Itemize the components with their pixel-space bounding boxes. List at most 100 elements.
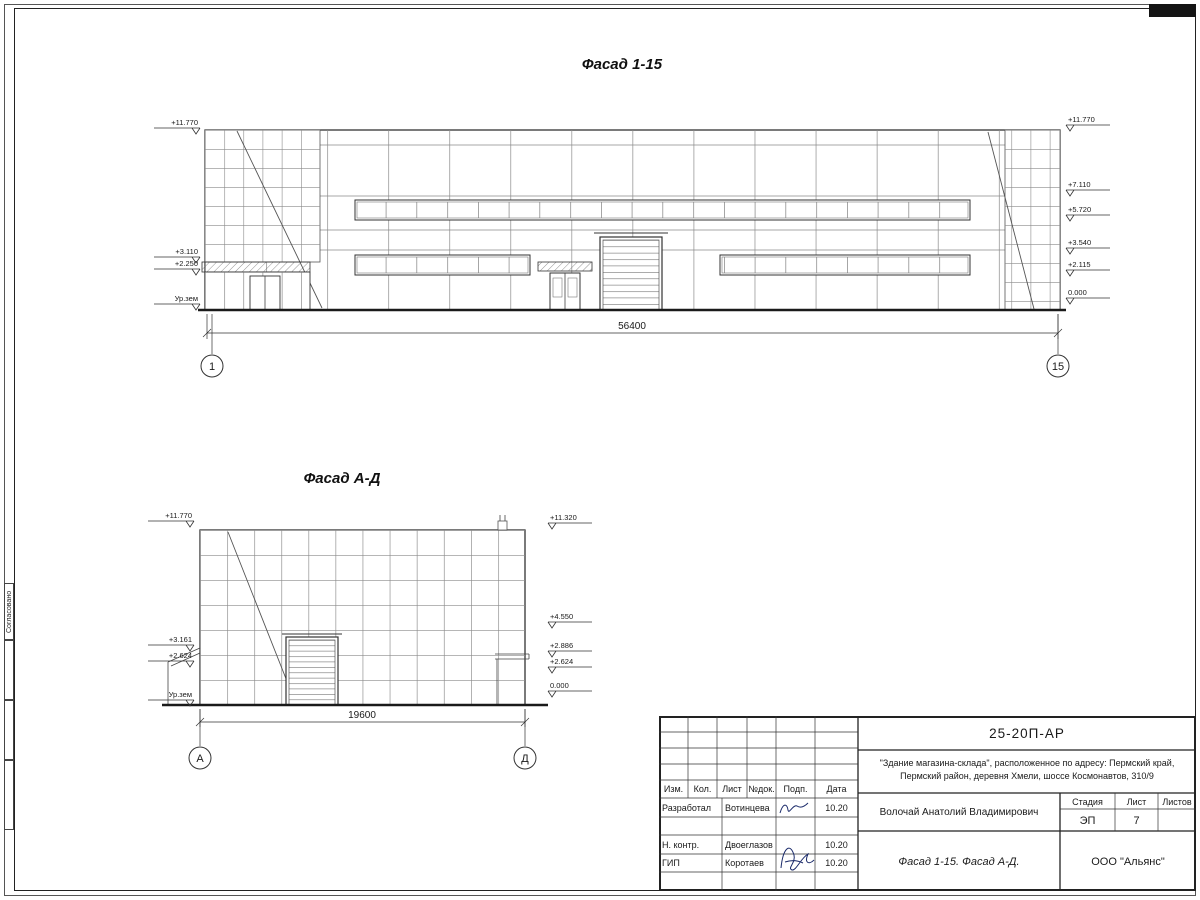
row-ncontr-role: Н. контр. [662, 840, 699, 850]
facade-1-15-title: Фасад 1-15 [581, 56, 663, 73]
col-header-podp: Подп. [784, 784, 808, 794]
entrance-canopy [537, 261, 593, 272]
chief-name: Волочай Анатолий Владимирович [880, 807, 1039, 818]
doc-number: 25-20П-АР [989, 726, 1065, 741]
row-gip-role: ГИП [662, 858, 680, 868]
axis-bubble-1 [200, 354, 224, 378]
sheet-number: 7 [1133, 815, 1139, 827]
project-name-line1: "Здание магазина-склада", расположенное … [880, 758, 1175, 768]
svg-text:+3.540: +3.540 [1068, 238, 1091, 247]
svg-text:Ур.зем: Ур.зем [169, 690, 192, 699]
signature-developed [779, 802, 809, 814]
elevation-mark: +2.624 [148, 651, 195, 668]
roof-vent [497, 520, 508, 531]
axis-label-a: А [196, 753, 204, 765]
col-header-izm: Изм. [664, 784, 683, 794]
canopy-right [495, 653, 530, 705]
sheet-label: Лист [1127, 797, 1147, 807]
col-header-kol: Кол. [694, 784, 712, 794]
corner-mark [1149, 4, 1196, 17]
row-gip-date: 10.20 [825, 858, 848, 868]
row-ncontr-name: Двоеглазов [725, 840, 773, 850]
elevation-mark: +11.770 [1065, 115, 1110, 132]
col-header-data: Дата [827, 784, 847, 794]
storefront-canopy [201, 261, 311, 273]
elevation-mark: Ур.зем [148, 690, 195, 707]
svg-text:+2.624: +2.624 [169, 651, 192, 660]
row-ncontr-date: 10.20 [825, 840, 848, 850]
title-block-border [659, 716, 1196, 891]
panel-joints-horizontal [205, 144, 1060, 251]
frame-cell-inv [4, 760, 14, 830]
stage-value: ЭП [1080, 815, 1096, 827]
axis-label-d: Д [521, 753, 529, 765]
elevation-mark: +3.161 [148, 635, 195, 652]
facade-ad-title: Фасад А-Д [303, 470, 381, 487]
dimension-56400: 56400 [202, 314, 1063, 339]
elevation-mark: +11.770 [148, 511, 195, 528]
frame-stamp-label: Согласовано [6, 590, 13, 633]
diagonal-joint-right [987, 131, 1035, 310]
svg-text:+5.720: +5.720 [1068, 205, 1091, 214]
elevation-mark: +5.720 [1065, 205, 1110, 222]
svg-text:+2.624: +2.624 [550, 657, 573, 666]
svg-text:+2.886: +2.886 [550, 641, 573, 650]
elevation-mark: +2.115 [1065, 260, 1110, 277]
axis-bubble-d [513, 746, 537, 770]
svg-text:+11.770: +11.770 [1068, 115, 1095, 124]
elevation-mark: 0.000 [1065, 288, 1110, 305]
dimension-text: 19600 [348, 710, 376, 721]
svg-text:Ур.зем: Ур.зем [175, 294, 198, 303]
facade-ad-drawing: 19600 А Д +11.770 +3.161 +2.624 Ур.зем +… [148, 511, 592, 770]
svg-text:0.000: 0.000 [550, 681, 569, 690]
axis-label-15: 15 [1052, 361, 1064, 373]
svg-text:+2.250: +2.250 [175, 259, 198, 268]
title-block: 25-20П-АР "Здание магазина-склада", расп… [659, 716, 1196, 891]
elevation-mark: +2.886 [547, 641, 592, 658]
sheets-label: Листов [1162, 797, 1191, 807]
elevation-mark: +7.110 [1065, 180, 1110, 197]
glazed-section-left [205, 130, 320, 262]
frame-stamp-cell: Согласовано [4, 583, 14, 640]
svg-text:+11.770: +11.770 [171, 118, 198, 127]
elevation-mark: +2.250 [154, 259, 201, 276]
elevation-mark: +3.540 [1065, 238, 1110, 255]
svg-text:+7.110: +7.110 [1068, 180, 1091, 189]
svg-text:+3.110: +3.110 [175, 247, 198, 256]
sheet-title: Фасад 1-15. Фасад А-Д. [898, 856, 1019, 868]
dimension-19600: 19600 [195, 709, 530, 727]
facade-1-15-drawing: 56400 1 15 +11.770 +3.110 +2.250 Ур.зем … [154, 115, 1110, 378]
row-developed-date: 10.20 [825, 803, 848, 813]
svg-text:+3.161: +3.161 [169, 635, 192, 644]
lean-to-left [167, 647, 201, 705]
elevation-mark: +4.550 [547, 612, 592, 629]
company-name: ООО "Альянс" [1091, 856, 1165, 868]
elevation-mark: +11.770 [154, 118, 201, 135]
svg-text:+11.770: +11.770 [165, 511, 192, 520]
svg-text:+2.115: +2.115 [1068, 260, 1091, 269]
axis-label-1: 1 [209, 361, 215, 373]
row-developed-role: Разработал [662, 803, 711, 813]
glazed-section-right [1005, 130, 1060, 310]
axis-bubble-a [188, 746, 212, 770]
elevation-mark: +11.320 [547, 513, 592, 530]
signature-gip [780, 847, 815, 871]
row-gip-name: Коротаев [725, 858, 764, 868]
sheet-main-frame [14, 8, 1196, 891]
col-header-list: Лист [722, 784, 742, 794]
diagonal-joint [227, 531, 297, 705]
elevation-mark: 0.000 [547, 681, 592, 698]
elevation-mark: +2.624 [547, 657, 592, 674]
svg-text:0.000: 0.000 [1068, 288, 1087, 297]
dimension-text: 56400 [618, 321, 646, 332]
frame-cell-vzam [4, 640, 14, 700]
panel-grid [200, 530, 525, 705]
elevation-mark: Ур.зем [154, 294, 201, 311]
svg-text:+11.320: +11.320 [550, 513, 577, 522]
project-name-line2: Пермский район, деревня Хмели, шоссе Кос… [900, 771, 1154, 781]
stage-label: Стадия [1072, 797, 1103, 807]
row-developed-name: Вотинцева [725, 803, 770, 813]
elevation-mark: +3.110 [154, 247, 201, 264]
frame-cell-podp [4, 700, 14, 760]
